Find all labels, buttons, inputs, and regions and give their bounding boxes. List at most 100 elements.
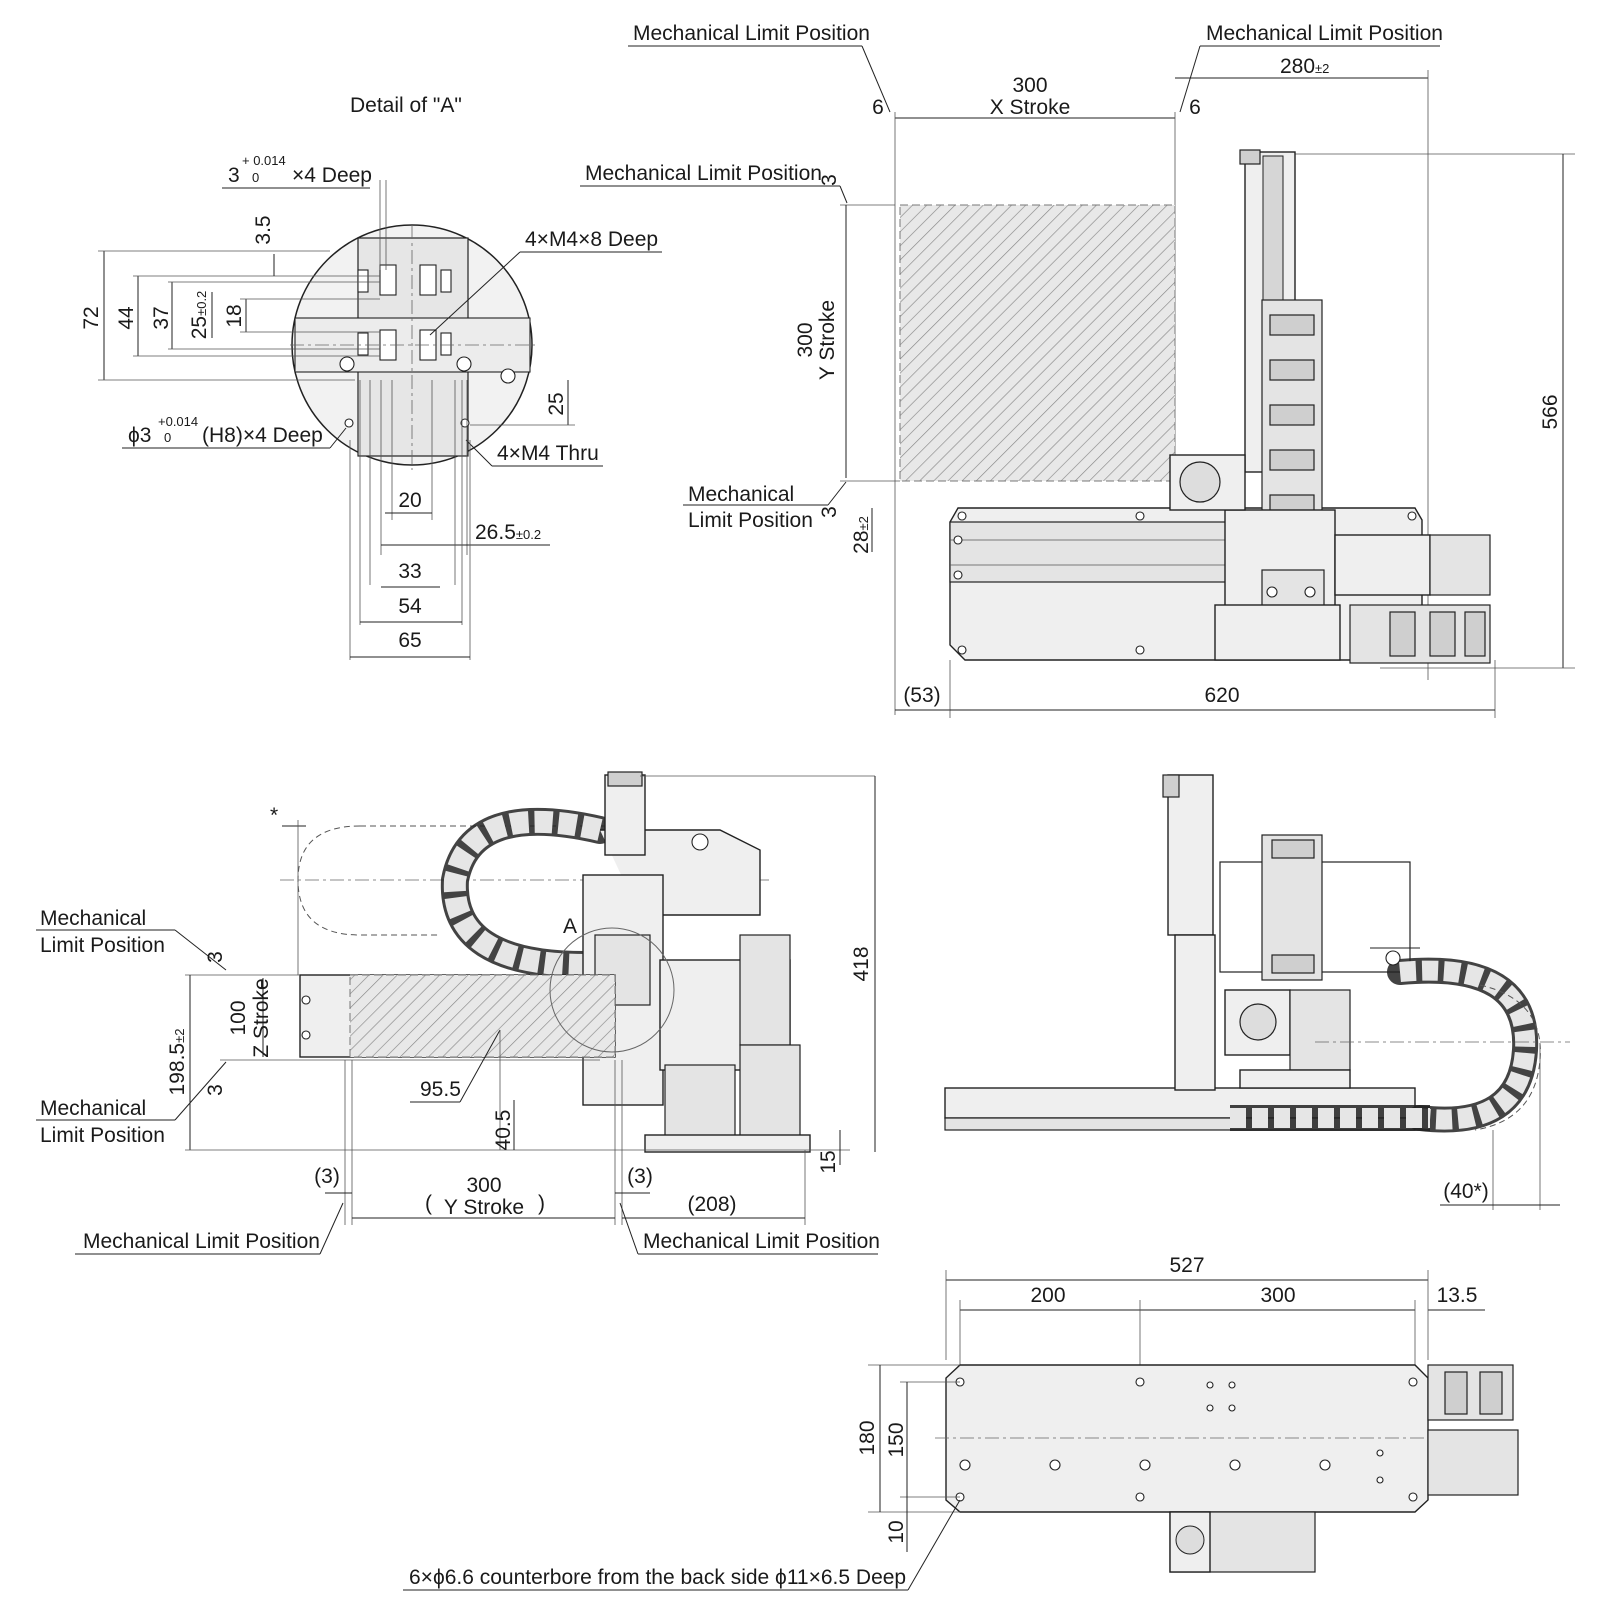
z-column-xz [1167,774,1214,936]
yz-stroke-area [349,974,616,1058]
mech-limit-label-line1: Mechanical [688,483,794,506]
dim-95-5: 95.5 [420,1078,461,1101]
mech-limit-label-line2: Limit Position [688,509,813,532]
motor-z [664,1064,736,1146]
side-view-yz: * A 418 Mechanical Limit Position [36,771,880,1255]
dim-33: 33 [398,560,421,583]
svg-text:): ) [538,1192,545,1215]
mount-hole [344,418,354,428]
hole-spec-top-suffix: ×4 Deep [292,164,372,187]
mech-limit-label: Mechanical Limit Position [643,1230,880,1253]
dim-65: 65 [398,629,421,652]
dim-72: 72 [80,306,103,329]
mech-limit-label-line1: Mechanical [40,1097,146,1120]
dim-300: 300 [794,322,817,357]
dim-300: 300 [1012,74,1047,97]
dim-418: 418 [850,946,873,981]
front-view-xy: Mechanical Limit Position Mechanical Lim… [580,22,1575,718]
dim-200: 200 [1030,1284,1065,1307]
x-stroke-label: X Stroke [990,96,1071,119]
mech-limit-label: Mechanical Limit Position [585,162,822,185]
mount-hole [456,356,472,372]
mech-limit-label: Mechanical Limit Position [633,22,870,45]
motor-x-bracket [1334,534,1431,596]
tap-slot [357,269,369,293]
dim-p3: (3) [314,1165,340,1188]
y-stroke-label: Y Stroke [816,300,839,380]
dim-3-5: 3.5 [252,215,275,244]
mount-hole [339,356,355,372]
dim-25-tol: 25±0.2 [188,291,211,340]
tap-slot [357,332,369,356]
tap-slot [440,332,452,356]
z-stroke-label: Z Stroke [250,978,273,1057]
asterisk-mark: * [270,804,278,827]
dim-26-5: 26.5±0.2 [475,521,541,544]
dim-3: 3 [818,174,841,186]
dim-198-5: 198.5±2 [166,1029,189,1096]
svg-text:(: ( [425,1192,432,1215]
hole-spec-bottom-tol-lower: 0 [164,430,171,445]
hole-spec-bottom-suffix: (H8)×4 Deep [202,424,323,447]
motor-x [1429,534,1491,596]
xy-stroke-area [899,204,1176,482]
dim-25: 25 [545,392,568,415]
hole-spec-bottom: ϕ3 [128,424,151,447]
z-column-top [604,774,646,856]
mech-limit-label-line2: Limit Position [40,1124,165,1147]
motor-x-top [1427,1429,1519,1496]
dim-100: 100 [227,1000,250,1035]
tap-slot [440,269,452,293]
dim-3: 3 [204,951,227,963]
counterbore-note: 6×ϕ6.6 counterbore from the back side ϕ1… [409,1566,906,1589]
mech-limit-label-line1: Mechanical [40,907,146,930]
dim-20: 20 [398,489,421,512]
hole-spec-bottom-tol-upper: +0.014 [158,414,198,429]
hole-spec-top-tol-upper: + 0.014 [242,153,286,168]
detail-a-title: Detail of "A" [350,94,462,117]
detail-a-marker: A [563,915,577,938]
dim-280: 280±2 [1280,55,1329,78]
dim-6: 6 [1189,96,1201,119]
mech-limit-label: Mechanical Limit Position [1206,22,1443,45]
dim-37: 37 [150,306,173,329]
dim-44: 44 [115,306,138,330]
dim-566: 566 [1539,394,1562,429]
dowel-slot [379,264,397,296]
x-axis-rail [949,521,1236,583]
mech-limit-label: Mechanical Limit Position [83,1230,320,1253]
dim-53: (53) [903,684,940,707]
dim-p3: (3) [627,1165,653,1188]
dowel-slot [419,264,437,296]
dim-40-star: (40*) [1443,1180,1489,1203]
dim-620: 620 [1204,684,1239,707]
mount-hole [500,368,516,384]
dim-18: 18 [223,304,246,327]
mech-limit-label-line2: Limit Position [40,934,165,957]
detail-a-view: Detail of "A" 72 44 37 25±0.2 [80,94,662,660]
dim-15: 15 [817,1150,840,1173]
dim-150: 150 [885,1422,908,1457]
y-stroke-label: Y Stroke [444,1196,524,1219]
side-view-xz: (40*) [944,774,1570,1210]
tap-spec-2: 4×M4 Thru [497,442,599,465]
dim-3: 3 [818,506,841,518]
dim-300: 300 [1260,1284,1295,1307]
hole-spec-top: 3 [228,164,240,187]
cable-chain-xz-loop [1387,957,1539,1133]
base-plate-top [945,1364,1429,1513]
dim-6: 6 [872,96,884,119]
dim-40-5: 40.5 [492,1110,515,1151]
top-view: 527 200 300 13.5 180 150 10 6×ϕ6. [403,1254,1519,1591]
detail-a-marker-circle [549,927,675,1053]
hole-spec-top-tol-lower: 0 [252,170,259,185]
dim-208: (208) [687,1193,736,1216]
dim-10: 10 [885,1520,908,1543]
mount-plate [644,1134,811,1153]
dim-3: 3 [204,1084,227,1096]
dim-300: 300 [466,1174,501,1197]
dim-180: 180 [856,1420,879,1455]
dim-28: 28±2 [850,516,873,554]
dim-527: 527 [1169,1254,1204,1277]
